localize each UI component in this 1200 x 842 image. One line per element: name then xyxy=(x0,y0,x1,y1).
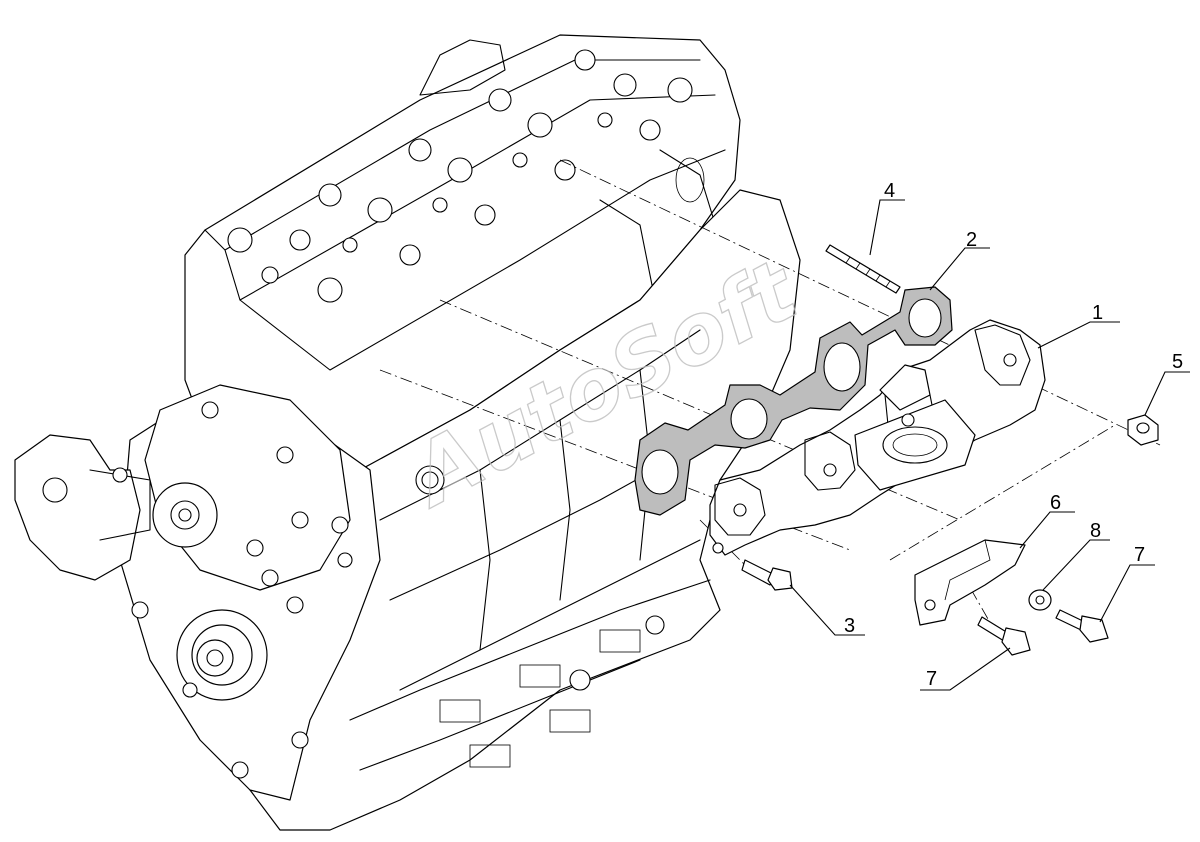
callout-7-lower: 7 xyxy=(920,647,1011,691)
callout-label-8: 8 xyxy=(1090,520,1101,542)
callout-8: 8 xyxy=(1042,520,1110,591)
callout-5: 5 xyxy=(1144,351,1190,416)
crank-pulley xyxy=(176,609,268,701)
callout-label-7-upper: 7 xyxy=(1134,544,1145,566)
callout-1: 1 xyxy=(1037,302,1120,349)
callout-label-3: 3 xyxy=(844,615,855,637)
callout-7-upper: 7 xyxy=(1099,544,1155,623)
callout-label-7-lower: 7 xyxy=(926,668,937,690)
callout-6: 6 xyxy=(1019,492,1075,549)
callout-label-5: 5 xyxy=(1172,351,1183,373)
engine-assembly xyxy=(14,34,801,831)
part-7-bolt-upper xyxy=(1055,609,1109,643)
head-bores xyxy=(227,49,693,303)
engine-block xyxy=(199,189,801,831)
part-7-bolt-lower xyxy=(977,616,1031,656)
thermostat-housing xyxy=(14,434,141,581)
callout-label-6: 6 xyxy=(1050,492,1061,514)
callout-4: 4 xyxy=(869,180,905,256)
callout-3: 3 xyxy=(789,584,865,637)
callout-label-2: 2 xyxy=(966,229,977,251)
callout-label-4: 4 xyxy=(884,180,895,202)
callout-2: 2 xyxy=(929,229,990,291)
part-4-stud xyxy=(825,244,901,294)
part-2-gasket xyxy=(634,286,953,516)
callout-label-1: 1 xyxy=(1092,302,1103,324)
part-1-exhaust-manifold xyxy=(709,319,1046,556)
part-3-bolt xyxy=(741,559,793,591)
part-5-nut xyxy=(1127,414,1159,446)
part-6-heat-shield xyxy=(914,539,1026,626)
part-8-washer xyxy=(1028,589,1052,611)
